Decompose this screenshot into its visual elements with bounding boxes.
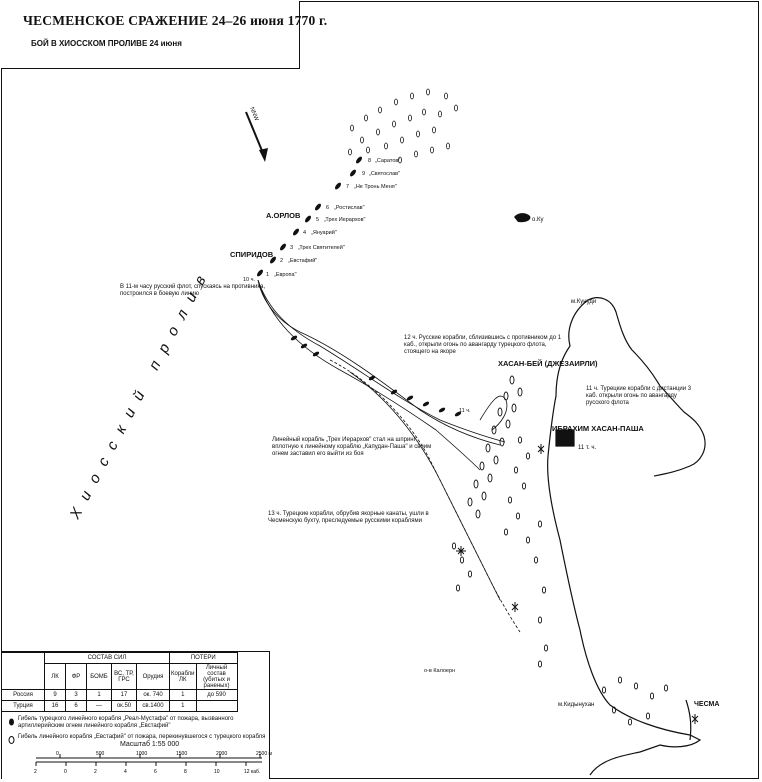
page-title: ЧЕСМЕНСКОЕ СРАЖЕНИЕ 24–26 июня 1770 г. — [23, 13, 328, 28]
scale-label-kab: 2 — [94, 769, 97, 775]
svg-text:о.Ку: о.Ку — [532, 217, 544, 223]
svg-text:6: 6 — [326, 205, 329, 211]
svg-text:3: 3 — [290, 245, 293, 251]
turkish-fleet — [451, 375, 669, 726]
commander-hasan: ХАСАН-БЕЙ (ДЖЕЗАИРЛИ) — [498, 359, 598, 368]
svg-text:10 ч.: 10 ч. — [243, 277, 256, 283]
page-subtitle: БОЙ В ХИОССКОМ ПРОЛИВЕ 24 июня — [31, 39, 182, 48]
svg-text:7: 7 — [346, 184, 349, 190]
legend-note-1: Гибель турецкого линейного корабля „Реал… — [18, 716, 234, 729]
north-arrow-icon: NNW — [245, 107, 268, 162]
forces-header: СОСТАВ СИЛ — [44, 652, 170, 664]
scale-label-m: 2000 — [216, 751, 227, 757]
svg-text:о-в Калоерн: о-в Калоерн — [424, 668, 455, 674]
svg-text:„Ростислав": „Ростислав" — [334, 205, 365, 211]
note-12h: 12 ч. Русские корабли, сблизившись с про… — [404, 335, 562, 356]
auxiliary-vessels — [348, 88, 458, 164]
note-russian-line: В 11-м часу русский флот, спускаясь на п… — [120, 284, 266, 298]
forces-table: СОСТАВ СИЛ ПОТЕРИ ЛК ФР БОМБ ВС, ТР, ГРС… — [2, 652, 238, 712]
scale-label-m: 2500 м — [256, 751, 273, 757]
island-icon — [514, 213, 531, 223]
scale-label-kab: 12 каб. — [244, 769, 260, 775]
svg-text:„Святослав": „Святослав" — [369, 171, 400, 177]
svg-text:„Саратов": „Саратов" — [375, 158, 400, 164]
svg-text:„Не Тронь Меня": „Не Тронь Меня" — [354, 184, 397, 190]
col-loss-men: Личный состав (убитых и раненых) — [195, 663, 238, 690]
scale-label-m: 1500 — [176, 751, 187, 757]
col-fr: ФР — [65, 663, 87, 690]
scale-label-m: 500 — [96, 751, 105, 757]
col-vs: ВС, ТР, ГРС — [111, 663, 137, 690]
strait-label: Хиосский пролив — [66, 263, 215, 523]
svg-text:„Европа": „Европа" — [274, 272, 297, 278]
col-bomb: БОМБ — [86, 663, 112, 690]
note-line-ship: Линейный корабль „Трех Иерархов" стал на… — [272, 437, 432, 458]
russian-fleet-line: 8 „Саратов" 9 „Святослав" 7 „Не Тронь Меня"… — [266, 158, 400, 278]
scale-bar: 0 500 1000 1500 2000 2500 м 2 0 2 4 6 8 10 12 каб. — [34, 751, 273, 775]
svg-text:8: 8 — [368, 158, 371, 164]
col-loss-lk: Корабли ЛК — [169, 663, 197, 690]
losses-header: ПОТЕРИ — [169, 652, 238, 664]
russian-ships — [257, 156, 362, 277]
svg-text:„Трех Иерархов": „Трех Иерархов" — [324, 217, 366, 223]
scale-label-m: 1000 — [136, 751, 147, 757]
svg-text:2: 2 — [280, 258, 283, 264]
svg-text:„Януарий": „Януарий" — [311, 229, 337, 236]
legend-note-2: Гибель линейного корабля „Евстафий" от п… — [18, 734, 266, 740]
burning-turkish-ship-icon — [9, 718, 14, 726]
svg-text:11 ч.: 11 ч. — [459, 408, 471, 414]
title-block: ЧЕСМЕНСКОЕ СРАЖЕНИЕ 24–26 июня 1770 г. Б… — [1, 1, 327, 69]
burning-russian-ship-icon — [8, 736, 15, 744]
russian-ships-engaged — [290, 335, 462, 417]
time-marks: 10 ч. 11 ч. — [243, 277, 471, 414]
fire-icons — [456, 444, 699, 724]
svg-text:ЧЕСМА: ЧЕСМА — [694, 701, 719, 708]
scale-label-m: 0 — [56, 751, 59, 757]
note-11h-turkish: 11 ч. Турецкие корабли с дистанции 3 каб… — [586, 386, 692, 407]
scale-label-kab: 10 — [214, 769, 220, 775]
svg-text:„Евстафий": „Евстафий" — [288, 257, 317, 264]
svg-text:9: 9 — [362, 171, 365, 177]
svg-text:м.Кидынухан: м.Кидынухан — [558, 702, 594, 708]
scale-label-kab: 0 — [64, 769, 67, 775]
col-guns: Орудия — [136, 663, 170, 690]
scale-label-kab: 2 — [34, 769, 37, 775]
fleet-tracks — [257, 279, 521, 633]
scale-label-kab: 4 — [124, 769, 127, 775]
svg-text:4: 4 — [303, 230, 306, 236]
commander-ibrahim: ИБРАХИМ ХАСАН-ПАША — [552, 424, 644, 433]
commander-orlov: А.ОРЛОВ — [266, 211, 301, 220]
note-13h: 13 ч. Турецкие корабли, обрубив якорные … — [268, 511, 429, 525]
col-lk: ЛК — [44, 663, 66, 690]
coastline — [547, 297, 706, 776]
svg-text:NNW: NNW — [248, 107, 259, 123]
commander-spiridov: СПИРИДОВ — [230, 250, 274, 259]
scale-label-kab: 6 — [154, 769, 157, 775]
svg-text:м.Кунуди: м.Кунуди — [571, 299, 596, 305]
scale-title: Масштаб 1:55 000 — [120, 741, 180, 748]
svg-text:5: 5 — [316, 217, 319, 223]
scale-label-kab: 8 — [184, 769, 187, 775]
svg-text:1: 1 — [266, 272, 269, 278]
svg-text:„Трех Святителей": „Трех Святителей" — [298, 244, 345, 251]
time-11t: 11 т. ч. — [578, 445, 597, 451]
